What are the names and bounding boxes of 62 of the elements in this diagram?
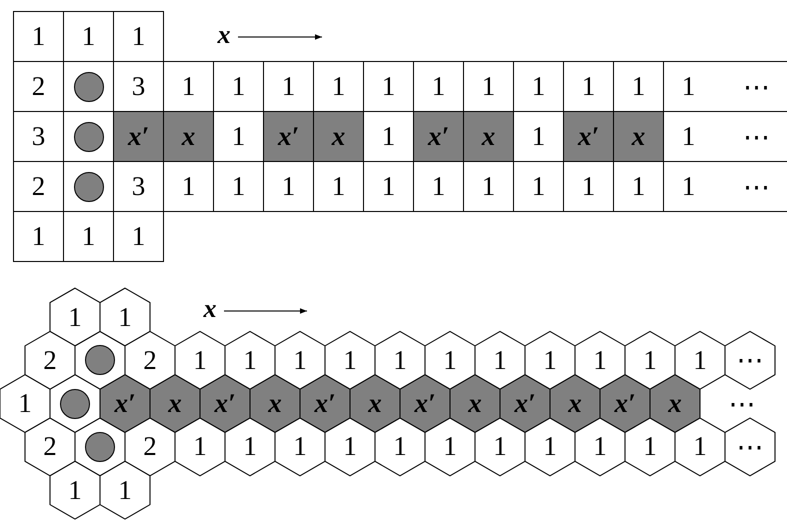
cell-label: 1 <box>117 301 133 333</box>
cell-label: 1 <box>692 430 708 463</box>
cell-label: ⋯ <box>736 344 764 376</box>
variable-label: x′ <box>413 388 437 420</box>
cell-label: 1 <box>692 344 708 376</box>
shaded-grid-cell: x′ <box>413 111 464 162</box>
grid-cell: ⋯ <box>713 61 787 112</box>
cell-label: 2 <box>42 344 58 376</box>
variable-label: x′ <box>213 388 237 420</box>
variable-label: x <box>467 388 483 420</box>
grid-cell: 1 <box>113 11 164 62</box>
cell-label: 1 <box>492 344 508 376</box>
variable-label: x′ <box>113 388 137 420</box>
cell-label: 1 <box>292 344 308 376</box>
variable-label: x <box>567 388 583 420</box>
grid-cell: 1 <box>13 11 64 62</box>
cell-label: 1 <box>342 430 358 463</box>
shaded-grid-cell: x′ <box>563 111 614 162</box>
cell-label: 1 <box>542 430 558 463</box>
cell-label: 1 <box>592 430 608 463</box>
cell-label: 1 <box>442 430 458 463</box>
cell-label: 1 <box>592 344 608 376</box>
axis-label: x <box>216 20 232 50</box>
cell-label: 1 <box>642 430 658 463</box>
shaded-grid-cell: x <box>463 111 514 162</box>
cell-label: 1 <box>17 388 33 420</box>
cell-label: 1 <box>492 430 508 463</box>
cell-label: 1 <box>642 344 658 376</box>
cell-label: 2 <box>142 344 158 376</box>
cell-label: 1 <box>67 474 83 506</box>
shaded-grid-cell: x <box>163 111 214 162</box>
cell-label: 1 <box>342 344 358 376</box>
cell-label: 1 <box>242 344 258 376</box>
cell-label: ⋯ <box>736 430 764 463</box>
grid-cell: ⋯ <box>713 161 787 212</box>
variable-label: x <box>267 388 283 420</box>
axis-label: x <box>202 294 218 324</box>
cell-label: 1 <box>392 430 408 463</box>
variable-label: x′ <box>513 388 537 420</box>
cell-label: 1 <box>392 344 408 376</box>
variable-label: x <box>667 388 683 420</box>
cell-label: 1 <box>117 474 133 506</box>
cell-label: 2 <box>142 430 158 463</box>
cell-label: 1 <box>442 344 458 376</box>
variable-label: x′ <box>313 388 337 420</box>
cell-label: 1 <box>192 344 208 376</box>
shaded-grid-cell: x <box>613 111 664 162</box>
grid-cell: 1 <box>113 211 164 262</box>
ellipsis: ⋯ <box>728 388 756 420</box>
cell-label: 1 <box>67 301 83 333</box>
grid-cell: 1 <box>13 211 64 262</box>
cell-label: 1 <box>292 430 308 463</box>
cell-label: 1 <box>242 430 258 463</box>
shaded-grid-cell: x′ <box>263 111 314 162</box>
shaded-grid-cell: x′ <box>113 111 164 162</box>
variable-label: x <box>367 388 383 420</box>
variable-label: x <box>167 388 183 420</box>
shaded-grid-cell: x <box>313 111 364 162</box>
cell-label: 1 <box>192 430 208 463</box>
variable-label: x′ <box>613 388 637 420</box>
cell-label: 2 <box>42 430 58 463</box>
cell-label: 1 <box>542 344 558 376</box>
